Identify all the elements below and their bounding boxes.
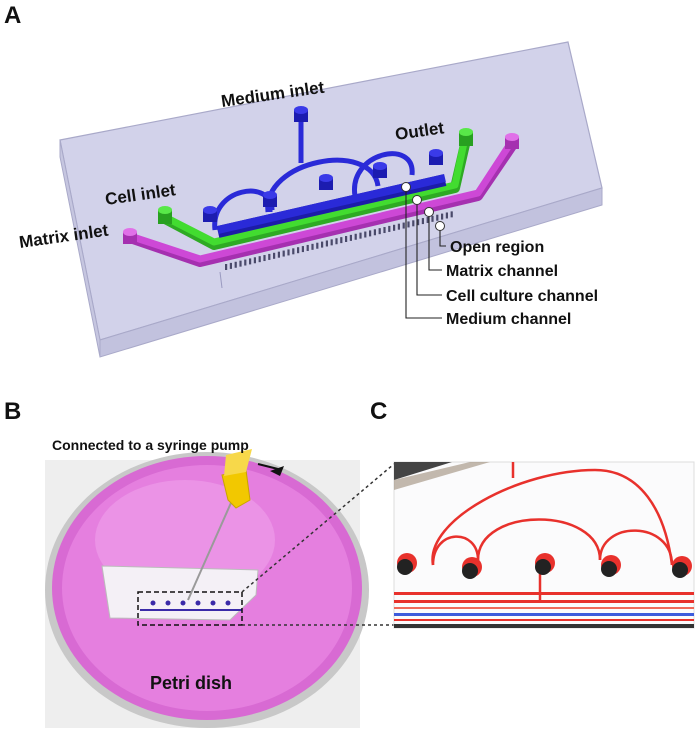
pillar bbox=[306, 244, 309, 251]
micrograph-tree bbox=[431, 462, 674, 600]
pillar bbox=[330, 239, 333, 246]
micrograph-posts bbox=[397, 553, 692, 579]
pillar bbox=[445, 212, 448, 219]
pillar bbox=[282, 250, 285, 257]
pillar bbox=[253, 257, 256, 264]
open-region-pillars bbox=[225, 211, 453, 270]
callout-leaders bbox=[405, 188, 446, 319]
medium-port-3 bbox=[319, 174, 333, 190]
pillar bbox=[244, 259, 247, 266]
petri-dish-label: Petri dish bbox=[150, 673, 233, 693]
pillar bbox=[340, 237, 343, 244]
pillar bbox=[316, 242, 319, 249]
medium-port-4 bbox=[373, 162, 387, 178]
pillar bbox=[441, 213, 444, 220]
pillar bbox=[239, 260, 242, 267]
syringe bbox=[187, 449, 284, 601]
pillar bbox=[421, 218, 424, 225]
micrograph-corner-shadow bbox=[394, 462, 452, 480]
medium-port-5 bbox=[429, 149, 443, 165]
medium-inlet-ports bbox=[203, 106, 443, 222]
pillar bbox=[450, 211, 453, 218]
pillar bbox=[345, 236, 348, 242]
pillar bbox=[277, 251, 280, 258]
zoom-connectors bbox=[241, 463, 395, 626]
chip-photo bbox=[101, 565, 259, 621]
pillar bbox=[263, 255, 266, 262]
cell-inlet-port bbox=[158, 206, 172, 224]
pillar bbox=[268, 253, 271, 260]
label-matrix-channel: Matrix channel bbox=[446, 263, 558, 280]
medium-port-1 bbox=[203, 206, 217, 222]
pillar bbox=[354, 233, 357, 240]
pillar bbox=[225, 264, 228, 270]
pillar bbox=[297, 247, 300, 254]
pillar bbox=[417, 219, 420, 226]
zoom-box bbox=[137, 591, 243, 626]
medium-inlet-top bbox=[294, 106, 308, 122]
panel-letter-a: A bbox=[4, 2, 22, 29]
pillar bbox=[397, 223, 400, 230]
pillar bbox=[234, 261, 237, 268]
pillar bbox=[287, 249, 290, 256]
pillar bbox=[364, 231, 367, 238]
panel-letter-b: B bbox=[4, 398, 22, 425]
pillar bbox=[359, 232, 362, 239]
panel-letter-c: C bbox=[370, 398, 388, 425]
pillar bbox=[436, 214, 439, 221]
pillar bbox=[301, 246, 304, 253]
pillar bbox=[373, 229, 376, 236]
label-medium-channel: Medium channel bbox=[446, 311, 571, 328]
pillar bbox=[335, 238, 338, 245]
medium-port-2 bbox=[263, 191, 277, 207]
micrograph-channels bbox=[394, 592, 694, 628]
micrograph-frame bbox=[393, 461, 695, 629]
pillar bbox=[258, 256, 261, 263]
pillar bbox=[369, 230, 372, 237]
pillar bbox=[273, 252, 276, 259]
pillar bbox=[383, 227, 386, 234]
pillar bbox=[402, 222, 405, 229]
pillar bbox=[325, 240, 328, 247]
pillar bbox=[431, 215, 434, 222]
pillar bbox=[426, 216, 429, 223]
pillar bbox=[393, 224, 396, 231]
cell-culture-channel bbox=[162, 137, 471, 250]
pillar bbox=[321, 241, 324, 248]
callout-dots bbox=[401, 182, 445, 231]
pillar bbox=[249, 258, 252, 265]
pillar bbox=[407, 221, 410, 228]
pillar bbox=[292, 248, 295, 255]
label-cell-culture-channel: Cell culture channel bbox=[446, 288, 598, 305]
label-open-region: Open region bbox=[450, 239, 544, 256]
syringe-pump-label: Connected to a syringe pump bbox=[52, 437, 249, 453]
pillar bbox=[311, 243, 314, 250]
pillar bbox=[349, 234, 352, 241]
outlet-port bbox=[459, 128, 473, 146]
matrix-inlet-port bbox=[123, 228, 137, 244]
pillar bbox=[229, 262, 232, 269]
pillar bbox=[378, 228, 381, 235]
matrix-outlet-port bbox=[505, 133, 519, 149]
pillar bbox=[412, 220, 415, 227]
matrix-channel bbox=[128, 142, 517, 267]
pillar bbox=[388, 225, 391, 232]
chip-diagram: Medium inlet Outlet Cell inlet Matrix in… bbox=[18, 41, 603, 358]
